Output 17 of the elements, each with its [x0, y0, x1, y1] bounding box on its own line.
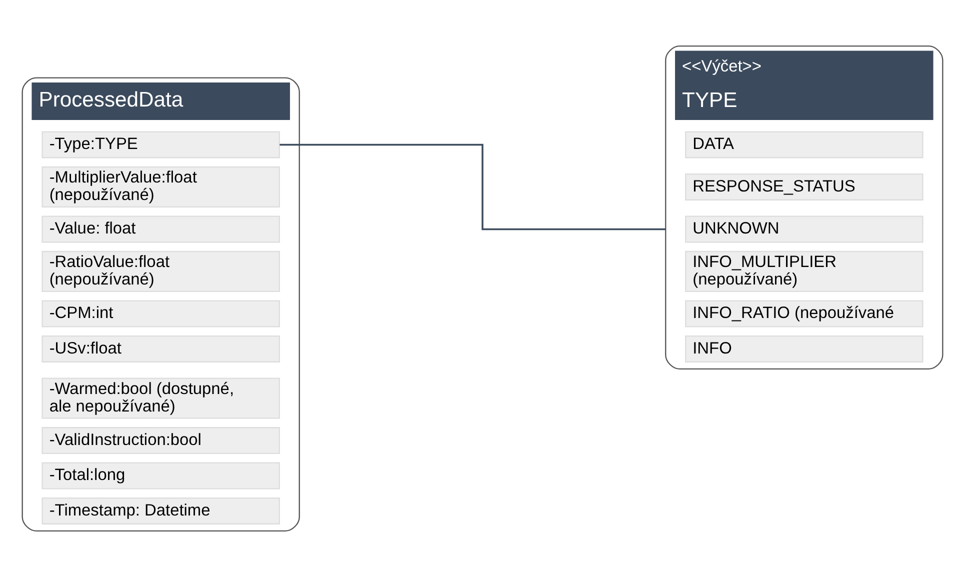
- connector: [280, 143, 666, 230]
- node-box: DATA: [685, 130, 924, 158]
- node-box: -Warmed:bool (dostupné, ale nepoužívané): [42, 377, 280, 418]
- node-box: -MultiplierValue:float (nepoužívané): [42, 166, 280, 207]
- node-box: -Total:long: [42, 462, 280, 489]
- node-box: -Value: float: [42, 215, 280, 242]
- node-box: -RatioValue:float (nepoužívané): [42, 250, 280, 292]
- node-box: RESPONSE_STATUS: [685, 172, 924, 200]
- node-box: -Timestamp: Datetime: [42, 496, 280, 524]
- node-box: -Type:TYPE: [42, 130, 280, 158]
- node-box: -ValidInstruction:bool: [42, 426, 280, 454]
- node-box: -USv:float: [42, 334, 280, 362]
- node-box: INFO_MULTIPLIER (nepoužívané): [685, 250, 924, 292]
- node-box: -CPM:int: [42, 300, 280, 327]
- node-box: INFO: [685, 334, 924, 362]
- node-box: UNKNOWN: [685, 215, 924, 242]
- node-box: INFO_RATIO (nepoužívané: [685, 300, 924, 327]
